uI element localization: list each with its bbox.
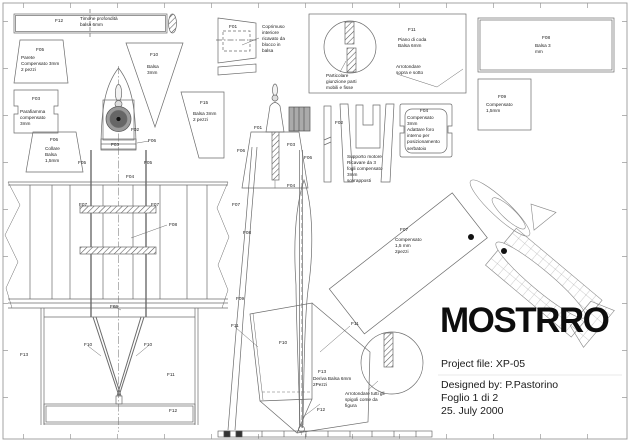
part-desc: Balsa 3mm	[147, 64, 159, 76]
nose-block-and-detail-box	[216, 13, 467, 94]
note-tailplane-desc: Piano di coda Balsa 6mm	[398, 37, 427, 49]
part-ref-label: F02	[335, 120, 344, 125]
sheet-number: Foglio 1 di 2	[441, 392, 499, 404]
part-ref-label: F08	[243, 230, 252, 235]
part-ref-label: F02	[131, 127, 140, 132]
motor-support-parts	[323, 103, 395, 183]
note-joint-detail: Particolare giunzione parti mobili e fis…	[326, 73, 357, 91]
drawing-date: 25. July 2000	[441, 405, 504, 417]
plan-view	[4, 66, 230, 432]
part-ref-label: F10	[84, 342, 93, 347]
note-tailplane-num: F11	[408, 27, 416, 32]
part-ref-label: F13	[20, 352, 29, 357]
part-desc: Balsa 3 mm	[535, 43, 551, 55]
flat-parts-right	[399, 17, 615, 158]
part-ref-label: F07	[79, 202, 88, 207]
part-ref-label: F11	[167, 372, 175, 377]
isometric-sketches	[468, 179, 615, 348]
part-number: F10	[150, 52, 159, 57]
part-number: F15	[200, 100, 209, 105]
part-desc: Deriva Balsa 6mm 2Pezzi	[313, 376, 352, 388]
part-desc: Parafiamma compensato 3mm	[20, 109, 46, 127]
part-desc: Collare Balsa 1,5mm	[45, 146, 60, 164]
note-round-edges: Arrotondare tutti gli spigoli come da fi…	[345, 391, 385, 409]
part-number: F07	[400, 227, 409, 232]
part-number: F05	[36, 47, 45, 52]
part-ref-label: F01	[254, 125, 263, 130]
part-ref-label: F08	[169, 222, 178, 227]
part-ref-label: F12	[169, 408, 178, 413]
part-ref-label: F03	[111, 142, 120, 147]
flat-parts-left	[13, 9, 225, 173]
part-ref-label: F04	[287, 183, 296, 188]
part-desc: Compensato 1,5mm	[486, 102, 513, 114]
note-round-top-bottom: Arrotondare sopra e sotto	[396, 64, 424, 76]
part-number: F03	[32, 96, 41, 101]
part-desc: Timone profondità balsa 6mm	[80, 16, 118, 28]
note-motor-support: Supporto motore Ricavare da 3 fogli comp…	[347, 154, 383, 184]
project-file: Project file: XP-05	[441, 358, 526, 370]
part-number: F01	[229, 24, 238, 29]
part-desc: Balsa 3mm 2 pezzi	[193, 111, 217, 123]
part-ref-label: F11	[351, 321, 359, 326]
part-ref-label: F04	[126, 174, 135, 179]
part-ref-label: F05	[144, 160, 153, 165]
part-ref-label: F10	[279, 340, 288, 345]
part-ref-label: F06	[237, 148, 246, 153]
part-ref-label: F05	[78, 160, 87, 165]
part-desc: Compensato 1,5 mm 2pezzi	[395, 237, 422, 255]
part-number: F09	[498, 94, 507, 99]
diagonal-plywood-part	[328, 192, 488, 335]
part-number: F04	[420, 108, 429, 113]
designed-by: Designed by: P.Pastorino	[441, 379, 559, 391]
part-ref-label: F06	[148, 138, 157, 143]
part-ref-label: F09	[236, 296, 245, 301]
part-ref-label: F03	[287, 142, 296, 147]
part-ref-label: F07	[151, 202, 160, 207]
part-desc: Compensato 3mm Adattare foro interno per…	[407, 115, 440, 151]
part-ref-label: F11	[231, 323, 239, 328]
part-number: F12	[55, 18, 64, 23]
part-ref-label: F07	[232, 202, 241, 207]
part-ref-label: F09	[110, 304, 119, 309]
part-ref-label: F12	[317, 407, 326, 412]
scale-bar	[217, 430, 433, 438]
tail-side-view	[234, 302, 424, 434]
part-ref-label: F06	[304, 155, 313, 160]
part-number: F08	[542, 35, 551, 40]
part-desc: Parete Compensato 3mm 2 pezzi	[21, 55, 60, 73]
part-number: F13	[318, 369, 327, 374]
part-number: F06	[50, 137, 59, 142]
project-title: MOSTRRO	[440, 301, 610, 340]
part-desc: Coprimuso interiore ricavato da blocco i…	[262, 24, 285, 54]
side-view	[227, 83, 313, 435]
part-ref-label: F10	[144, 342, 153, 347]
